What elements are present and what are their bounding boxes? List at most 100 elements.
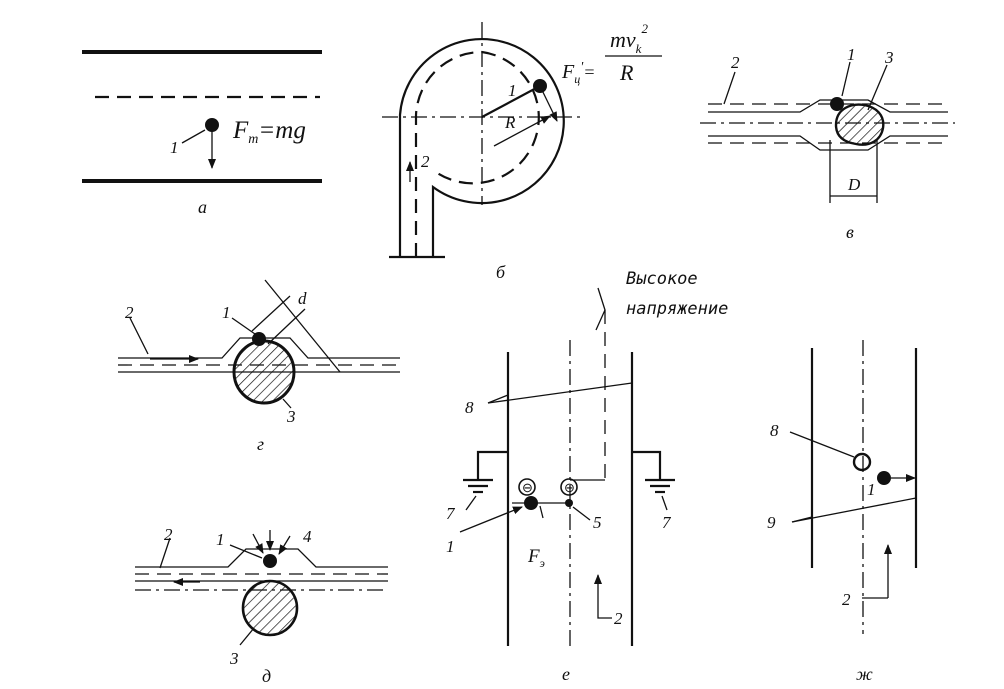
particle-leader bbox=[231, 317, 256, 335]
particle bbox=[830, 97, 844, 111]
ground-left-leader bbox=[465, 495, 477, 511]
leader-line bbox=[181, 129, 206, 144]
panel-e-electrostatic: Высокое напряжение 8 7 7 ⊖ ⊖ 1 bbox=[446, 269, 728, 684]
distance-extension-a bbox=[251, 295, 291, 332]
panel-v-interception: D 2 1 3 в bbox=[700, 45, 955, 242]
fiber-cross-section bbox=[834, 103, 885, 146]
panel-a-gravity: 1 Fт=mg а bbox=[82, 50, 322, 217]
particle bbox=[252, 332, 266, 346]
particle bbox=[205, 118, 219, 132]
panel-caption: б bbox=[496, 262, 506, 282]
diffusion-arrow-left bbox=[252, 533, 264, 554]
negative-charge-right bbox=[560, 478, 578, 496]
walls-leader-right bbox=[791, 497, 917, 523]
flow-label: 2 bbox=[421, 152, 430, 171]
formula-denominator: R bbox=[619, 60, 634, 85]
panel-zh-flotation: 8 1 9 2 ж bbox=[767, 340, 918, 684]
distance-label: d bbox=[298, 289, 307, 308]
fiber-leader bbox=[867, 64, 888, 111]
diffusion-label: 4 bbox=[303, 527, 312, 546]
particle-label: 1 bbox=[222, 303, 231, 322]
panel-b-inertia: 1 R 2 Fц'= mvk2 R б bbox=[382, 21, 662, 282]
ion-label: 5 bbox=[593, 513, 602, 532]
particle-label: 1 bbox=[508, 81, 517, 100]
centrifugal-formula: Fц'= bbox=[561, 60, 595, 86]
formula-num-main: mv bbox=[610, 27, 636, 52]
bubble-label: 8 bbox=[770, 421, 779, 440]
voltage-label-line1: Высокое bbox=[626, 269, 698, 289]
diffusion-arrow-right bbox=[278, 535, 291, 555]
fiber-cross-section bbox=[232, 339, 296, 405]
ground-right-leader bbox=[661, 495, 668, 511]
distance-dimension bbox=[264, 279, 341, 373]
electrode-leader-left bbox=[487, 394, 509, 404]
particle-leader bbox=[459, 506, 523, 533]
particle bbox=[524, 496, 538, 510]
particle-label: 1 bbox=[867, 480, 876, 499]
particle-label: 1 bbox=[216, 530, 225, 549]
panel-caption: а bbox=[198, 197, 207, 217]
particle-label: 1 bbox=[446, 537, 455, 556]
panel-caption: в bbox=[846, 222, 854, 242]
particle bbox=[533, 79, 547, 93]
fiber-leader bbox=[282, 398, 292, 409]
ground-right-label: 7 bbox=[662, 513, 672, 532]
radius-dimension bbox=[493, 115, 551, 147]
particle bbox=[877, 471, 891, 485]
electrode-leader-right bbox=[487, 382, 633, 404]
voltage-lead-zigzag bbox=[595, 287, 606, 331]
formula-force: F bbox=[232, 117, 249, 144]
ion-leader bbox=[572, 506, 591, 521]
gravity-formula: Fт=mg bbox=[232, 117, 306, 147]
bubble-leader bbox=[789, 431, 855, 458]
panel-caption: ж bbox=[856, 664, 873, 684]
ground-wire-left bbox=[476, 450, 508, 480]
force-subscript: э bbox=[540, 556, 545, 570]
cyclone-outer-wall bbox=[398, 38, 565, 257]
fiber-label: 3 bbox=[286, 407, 296, 426]
inner-streamline bbox=[414, 50, 483, 257]
flow-leader bbox=[129, 317, 149, 355]
flow-label: 2 bbox=[842, 590, 851, 609]
flow-label: 2 bbox=[731, 53, 740, 72]
formula-numerator: mvk2 bbox=[610, 21, 648, 56]
walls-label: 9 bbox=[767, 513, 776, 532]
formula-rhs: =mg bbox=[258, 117, 305, 144]
formula-subscript: т bbox=[248, 132, 258, 147]
particle-leader bbox=[229, 544, 263, 559]
radius-line bbox=[481, 85, 541, 118]
fiber-leader bbox=[239, 627, 255, 646]
radius-label: R bbox=[504, 113, 516, 132]
fiber-label: 3 bbox=[884, 48, 894, 67]
flow-label: 2 bbox=[164, 525, 173, 544]
charge-symbol-left: ⊖ bbox=[522, 480, 533, 495]
panel-g-interception: 1 d 2 3 г bbox=[118, 279, 400, 454]
particle-leader bbox=[841, 61, 851, 97]
panel-caption: д bbox=[262, 666, 271, 686]
streamline-upper bbox=[708, 99, 948, 113]
distance-extension-b bbox=[267, 308, 306, 345]
flow-label: 2 bbox=[125, 303, 134, 322]
formula-lhs: F bbox=[561, 61, 575, 83]
panel-d-diffusion: 1 4 2 3 д bbox=[135, 525, 388, 686]
particle-label: 1 bbox=[170, 138, 179, 157]
force-label: Fэ bbox=[527, 546, 545, 570]
flow-label: 2 bbox=[614, 609, 623, 628]
streamline-lower bbox=[708, 135, 948, 151]
walls-leader-left bbox=[791, 516, 813, 523]
inner-streamline-arc bbox=[432, 50, 540, 185]
particle bbox=[263, 554, 277, 568]
flow-leader bbox=[723, 71, 736, 105]
negative-charge-left bbox=[518, 478, 536, 496]
charge-symbol-right: ⊖ bbox=[564, 480, 575, 495]
ion bbox=[565, 499, 573, 507]
ground-wire-right bbox=[632, 450, 662, 480]
ground-left-label: 7 bbox=[446, 504, 456, 523]
flow-leader bbox=[597, 612, 612, 619]
panel-caption: е bbox=[562, 664, 570, 684]
formula-prime: ' bbox=[580, 60, 584, 75]
bubble bbox=[852, 452, 872, 472]
fiber-cross-section bbox=[241, 579, 299, 637]
formula-equals: = bbox=[583, 62, 595, 82]
